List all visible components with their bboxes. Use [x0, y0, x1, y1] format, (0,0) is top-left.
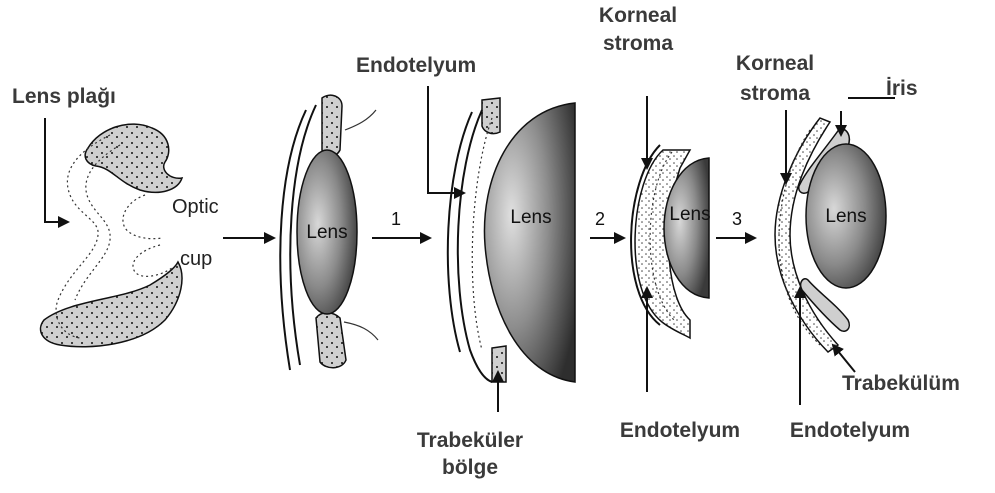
optic-label: Optic: [172, 196, 219, 218]
endothelium-top-label: Endotelyum: [356, 54, 476, 77]
corneal-stroma-1-line2: stroma: [603, 32, 673, 55]
step-3-label: 3: [732, 209, 742, 229]
optic-cup-stage: Lens plağı Optic cup: [12, 85, 219, 347]
upper-optic-cup-wall: [85, 124, 182, 192]
corneal-stroma-1-line1: Korneal: [599, 4, 677, 27]
lower-cup-rim: [316, 313, 346, 368]
iris-trabeculum-stage: Lens Korneal stroma İris Endotelyum Trab…: [736, 52, 960, 442]
lens-placode-pointer: [45, 118, 68, 222]
lens-label-4: Lens: [825, 206, 866, 227]
upper-cup-rim: [322, 95, 342, 156]
corneal-stroma-2-line2: stroma: [740, 82, 810, 105]
lens-placode-label: Lens plağı: [12, 85, 116, 108]
iris-label: İris: [886, 77, 918, 100]
enlarged-lens-stage: Lens Endotelyum Trabeküler bölge: [356, 54, 575, 479]
trabecular-zone-label-line2: bölge: [442, 456, 498, 479]
lens-label-3: Lens: [669, 204, 710, 225]
lens-label-2: Lens: [510, 207, 551, 228]
endothelium-bottom-2-label: Endotelyum: [790, 419, 910, 442]
step-1-label: 1: [391, 209, 401, 229]
large-lens: [484, 103, 575, 382]
corneal-stroma-2-line1: Korneal: [736, 52, 814, 75]
endothelium-top-pointer: [428, 86, 464, 193]
lens-vesicle-stage: Lens: [280, 95, 378, 370]
trabeculum-pointer: [833, 345, 855, 372]
corneal-stroma-stage: Lens Korneal stroma Endotelyum: [599, 4, 740, 442]
lens-label-1: Lens: [306, 222, 347, 243]
lower-optic-cup-wall: [41, 262, 182, 347]
cup-label: cup: [180, 248, 212, 270]
trabecular-zone-label-line1: Trabeküler: [417, 429, 523, 452]
step-2-label: 2: [595, 209, 605, 229]
endothelium-bottom-1-label: Endotelyum: [620, 419, 740, 442]
trabeculum-label: Trabekülüm: [842, 372, 960, 395]
